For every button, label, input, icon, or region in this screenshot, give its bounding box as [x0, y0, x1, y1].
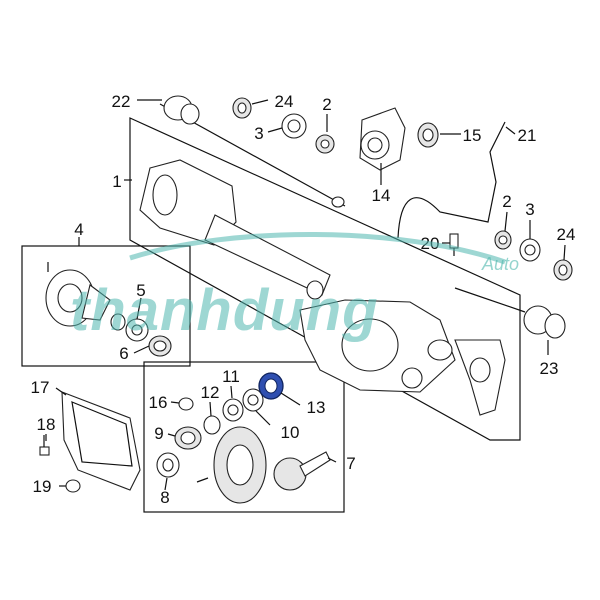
callout-21: 21	[518, 126, 537, 145]
bolt-18	[39, 435, 50, 456]
callout-13: 13	[307, 398, 326, 417]
callout-16: 16	[149, 393, 168, 412]
callout-5: 5	[136, 281, 145, 300]
callout-24-upper: 24	[275, 92, 294, 111]
shim-ring	[110, 313, 126, 331]
watermark-logo: thanhdung Auto	[70, 232, 519, 343]
gear-box-7	[143, 361, 345, 513]
callout-2-right: 2	[502, 192, 511, 211]
callout-4: 4	[74, 220, 83, 239]
bearing-11	[222, 398, 244, 422]
carrier-box-4	[21, 245, 191, 367]
bearing-3-upper	[281, 113, 307, 139]
left-axle-shaft	[159, 95, 346, 208]
seal-15	[417, 122, 439, 148]
seal-24-upper	[232, 97, 252, 119]
callout-14: 14	[372, 186, 391, 205]
callout-1: 1	[112, 172, 121, 191]
race-9	[174, 426, 202, 450]
diff-cover-17	[61, 391, 141, 491]
callout-7: 7	[346, 454, 355, 473]
differential-carrier	[45, 262, 111, 327]
callout-24-right: 24	[557, 225, 576, 244]
ring-gear	[213, 426, 267, 504]
bearing-2-upper	[315, 134, 335, 154]
vent-hose-21	[397, 121, 506, 239]
seal-24-right	[553, 259, 573, 281]
callout-3-right: 3	[525, 200, 534, 219]
pinion-seal-13	[258, 372, 284, 400]
callout-2-upper: 2	[322, 95, 331, 114]
bearing-2-right	[494, 230, 512, 250]
axle-housing	[139, 159, 331, 300]
leader-lines	[45, 99, 566, 491]
washer-16	[178, 397, 194, 411]
axle-assembly-frame	[129, 117, 521, 441]
callout-17: 17	[31, 378, 50, 397]
bearing-3-right	[519, 238, 541, 262]
watermark-brand: thanhdung	[70, 278, 379, 343]
callout-11: 11	[222, 367, 240, 386]
watermark-sub: Auto	[481, 254, 519, 274]
bolt-7	[196, 477, 209, 483]
callout-22: 22	[112, 92, 131, 111]
callout-labels: 22 24 3 2 14 15 21 1 4 5 6 20 2 3 24 23 …	[31, 92, 576, 507]
callout-19: 19	[33, 477, 52, 496]
pinion-gear	[273, 451, 331, 491]
callout-9: 9	[154, 424, 163, 443]
spacer-12	[203, 415, 221, 435]
race-6	[148, 335, 172, 357]
right-axle-shaft	[454, 287, 566, 339]
callout-18: 18	[37, 415, 56, 434]
callout-6: 6	[119, 344, 128, 363]
bearing-10	[242, 388, 264, 412]
bearing-8	[156, 452, 180, 478]
callout-23: 23	[540, 359, 559, 378]
callout-3-upper: 3	[254, 124, 263, 143]
callout-10: 10	[281, 423, 300, 442]
right-knuckle	[454, 339, 506, 416]
callout-12: 12	[201, 383, 220, 402]
differential-housing	[299, 299, 456, 393]
bearing-5	[125, 318, 149, 342]
callout-15: 15	[463, 126, 482, 145]
steering-knuckle-14	[359, 107, 406, 171]
sensor-20	[449, 233, 459, 256]
plug-19	[65, 479, 81, 493]
callout-8: 8	[160, 488, 169, 507]
